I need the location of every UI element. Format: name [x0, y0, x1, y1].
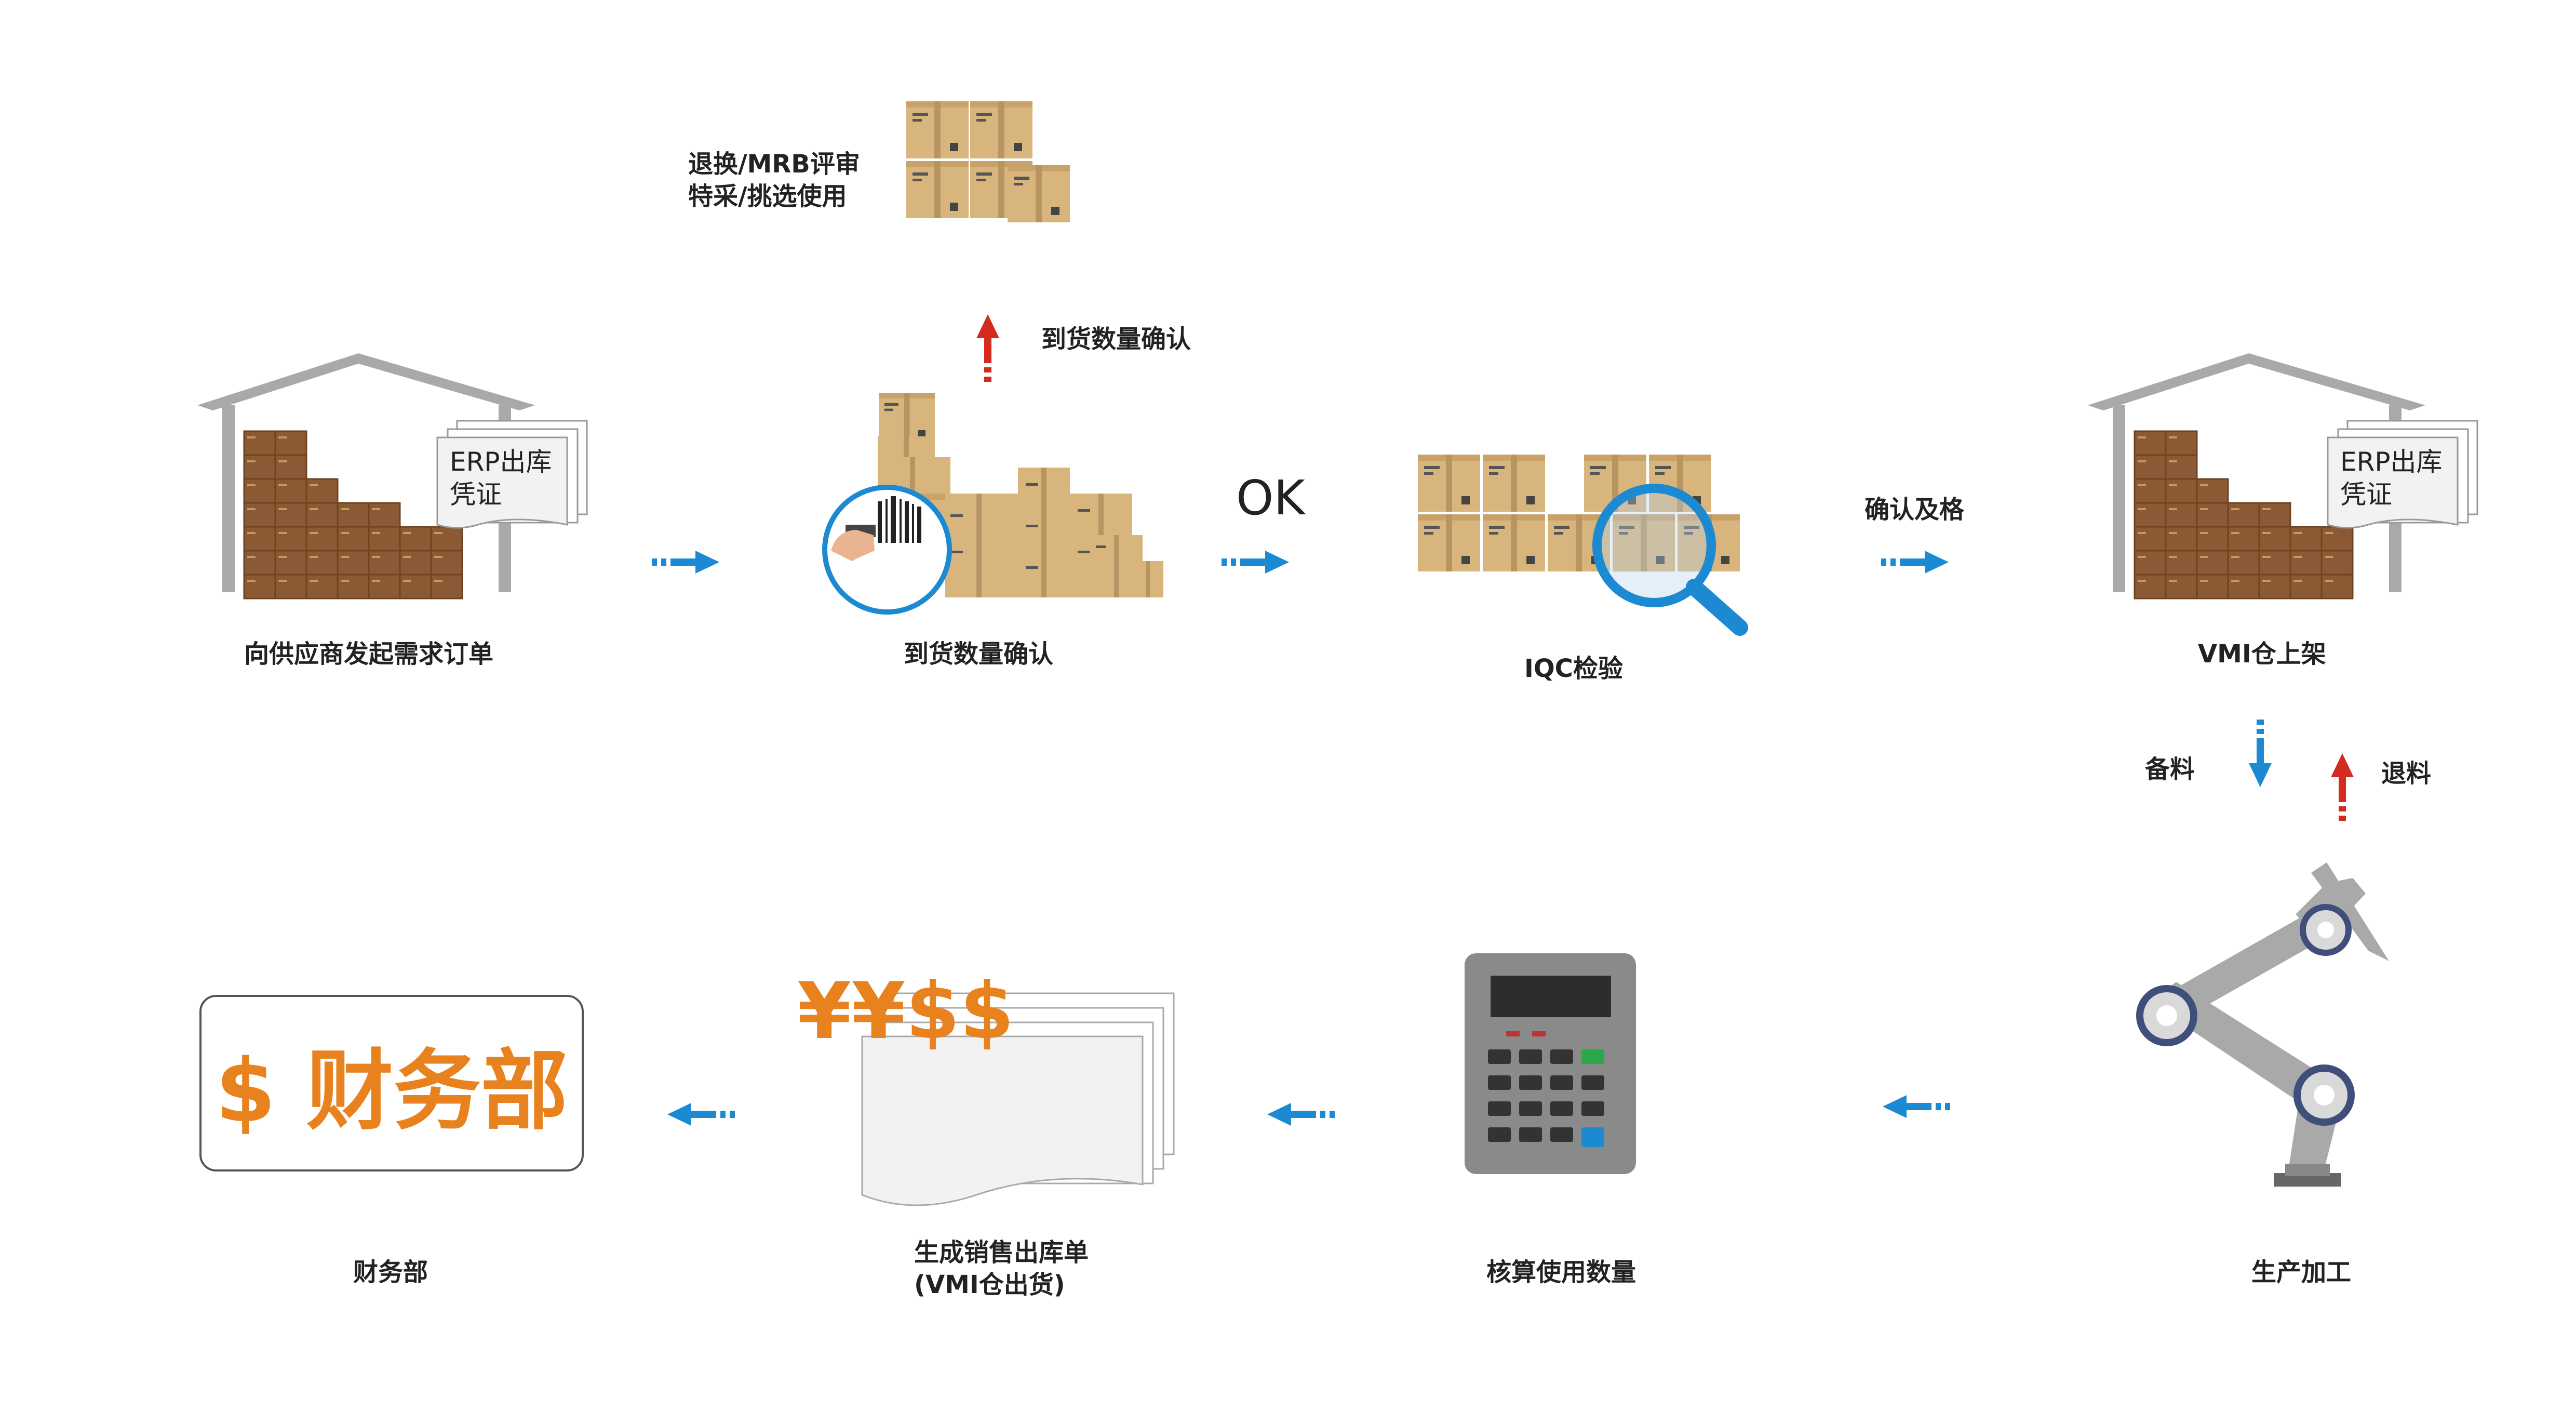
node-accounting-label: 核算使用数量: [1486, 1258, 1636, 1287]
calculator-icon: [1465, 953, 1636, 1174]
node-order-label: 向供应商发起需求订单: [244, 640, 494, 669]
arrival-boxes-icon: [822, 393, 1163, 615]
erp-doc-right-text: ERP出库 凭证: [2340, 446, 2442, 511]
erp-doc-line1: ERP出库: [2340, 447, 2443, 477]
node-arrival-label: 到货数量确认: [904, 640, 1054, 669]
node-sales-order-label: 生成销售出库单 (VMI仓出货): [914, 1236, 1089, 1301]
erp-doc-line2: 凭证: [2340, 479, 2392, 510]
node-vmi-shelf-label: VMI仓上架: [2198, 640, 2326, 669]
return-review-line1: 退换/MRB评审: [688, 150, 860, 179]
finance-department-box: $ 财务部: [199, 995, 584, 1172]
sales-order-line2: (VMI仓出货): [914, 1270, 1065, 1300]
finance-box-text: $ 财务部: [215, 1040, 568, 1142]
currency-symbols: ¥¥$$: [797, 966, 1014, 1057]
prepare-material-label: 备料: [2145, 755, 2195, 784]
return-material-label: 退料: [2381, 759, 2432, 788]
robot-arm-icon: [2136, 862, 2389, 1187]
node-production-label: 生产加工: [2251, 1258, 2352, 1287]
sales-order-line1: 生成销售出库单: [914, 1238, 1089, 1267]
erp-doc-line2: 凭证: [450, 479, 502, 510]
warehouse-right-icon: [2088, 353, 2478, 600]
ok-label: OK: [1236, 470, 1305, 526]
node-iqc-label: IQC检验: [1524, 654, 1623, 683]
erp-doc-line1: ERP出库: [450, 447, 552, 477]
magnifier-icon: [1592, 484, 1748, 636]
sales-document-icon: [861, 992, 1175, 1206]
return-review-line2: 特采/挑选使用: [688, 182, 847, 211]
confirm-pass-label: 确认及格: [1864, 495, 1965, 524]
erp-doc-left-text: ERP出库 凭证: [450, 446, 552, 511]
node-finance-label: 财务部: [353, 1258, 428, 1287]
returned-boxes-icon: [906, 101, 1070, 222]
return-review-note: 退换/MRB评审 特采/挑选使用: [688, 148, 860, 213]
arrival-confirm-up-label: 到货数量确认: [1041, 325, 1191, 354]
warehouse-left-icon: [197, 353, 588, 600]
